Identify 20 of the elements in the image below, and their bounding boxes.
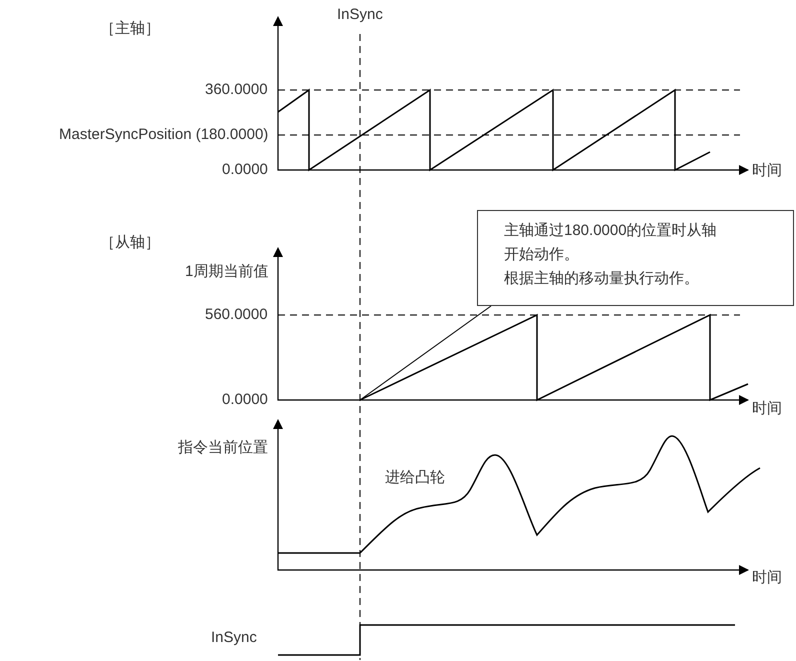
axis-label: 指令当前位置 (178, 439, 268, 457)
axis-label: ［主轴］ (100, 20, 160, 38)
axis-label: 1周期当前值 (185, 263, 268, 281)
axis-label: InSync (337, 6, 383, 24)
axis-label: 时间 (752, 400, 782, 418)
leader-line (360, 306, 492, 400)
axis-label: ［从轴］ (100, 234, 160, 252)
axis-label: 360.0000 (205, 81, 268, 99)
axis-label: 0.0000 (222, 161, 268, 179)
axis-label: 时间 (752, 569, 782, 587)
axis-label: 进给凸轮 (385, 469, 445, 487)
axis-label: 时间 (752, 162, 782, 180)
axis-label: MasterSyncPosition (180.0000) (59, 126, 268, 144)
axis-label: 0.0000 (222, 391, 268, 409)
callout-text: 主轴通过180.0000的位置时从轴开始动作。 (504, 221, 718, 265)
axis-label: InSync (211, 629, 257, 647)
sawtooth-waveform (360, 314, 748, 402)
callout-text: 根据主轴的移动量执行动作。 (504, 269, 700, 289)
axis-label: 560.0000 (205, 306, 268, 324)
callout-box (477, 210, 794, 306)
